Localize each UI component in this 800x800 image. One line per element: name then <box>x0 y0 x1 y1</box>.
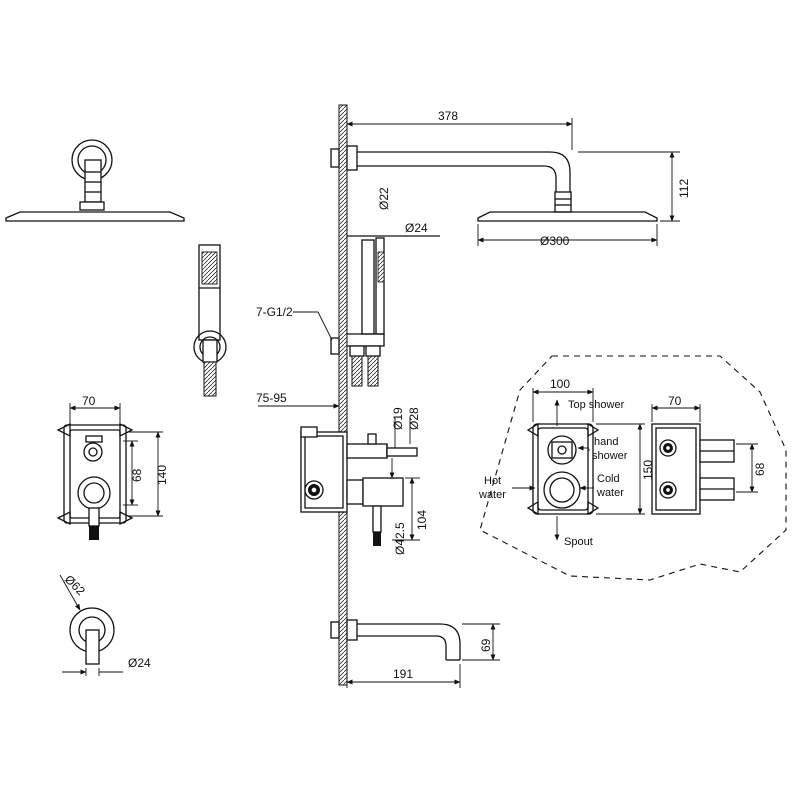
spacing-104-label: 104 <box>415 510 429 530</box>
knob-diameter-label: Ø24 <box>128 656 151 670</box>
rain-shower-head-view <box>5 139 185 222</box>
installation-section <box>258 104 680 688</box>
top-shower-label: Top shower <box>568 399 625 411</box>
spout-label: Spout <box>564 536 593 548</box>
box-height-label: 140 <box>155 465 169 485</box>
mixer-box-front-view <box>56 403 163 540</box>
detail-side-inner-label: 68 <box>753 462 767 476</box>
detail-side-width-label: 70 <box>668 394 682 408</box>
hand-shower-label-2: shower <box>592 450 628 462</box>
spout-height-label: 69 <box>479 638 493 652</box>
hot-water-label-1: Hot <box>484 475 501 487</box>
head-diameter-label: Ø300 <box>540 234 570 248</box>
flange-diameter-label: Ø62 <box>62 572 88 598</box>
hot-water-label-2: water <box>478 489 506 501</box>
arm-length-label: 378 <box>438 109 458 123</box>
handset-diameter-label: Ø24 <box>405 221 428 235</box>
spout-length-label: 191 <box>393 667 413 681</box>
dia-28-label: Ø28 <box>407 407 421 430</box>
connection-label: 7-G1/2 <box>256 305 293 319</box>
pipe-diameter-label: Ø22 <box>377 187 391 210</box>
drop-height-label: 112 <box>677 179 691 198</box>
dia-42-5-label: Ø42.5 <box>393 522 407 555</box>
hand-shower-view <box>193 244 227 397</box>
box-width-label: 70 <box>82 394 96 408</box>
dia-19-label: Ø19 <box>391 407 405 430</box>
cold-water-label-2: water <box>596 487 624 499</box>
detail-height-label: 150 <box>641 460 655 480</box>
flange-view <box>59 574 123 676</box>
box-inner-label: 68 <box>130 468 144 482</box>
valve-detail-callout <box>479 355 787 581</box>
hand-shower-label-1: hand <box>594 436 618 448</box>
detail-width-label: 100 <box>550 377 570 391</box>
wall-depth-label: 75-95 <box>256 391 287 405</box>
wall <box>338 104 348 686</box>
cold-water-label-1: Cold <box>597 473 620 485</box>
